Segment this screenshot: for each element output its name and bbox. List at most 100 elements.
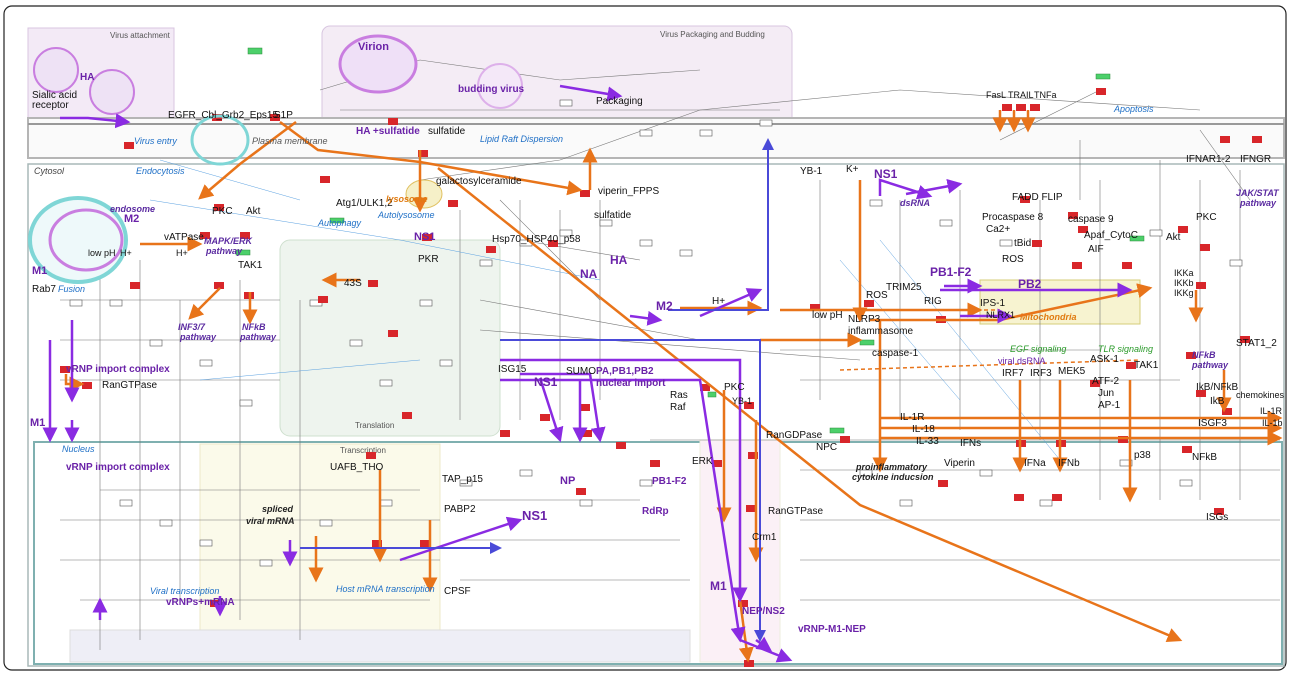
sulfatide-label-1: sulfatide: [428, 126, 466, 137]
procasp8-label: Procaspase 8: [982, 212, 1044, 223]
tbid-label: tBid: [1014, 238, 1031, 249]
pa-import-label-1: PA,PB1,PB2: [596, 366, 654, 377]
virus-entry-label: Virus entry: [134, 136, 177, 146]
trail-label: TRAIL: [1008, 90, 1034, 100]
endocytosis-label: Endocytosis: [136, 166, 185, 176]
packaging-label: Packaging: [596, 96, 643, 107]
vrnps-mrna-label: vRNPs+mRNA: [166, 597, 235, 608]
m1-nuc-label: M1: [710, 579, 727, 593]
rig-label: RIG: [924, 296, 942, 307]
endosome-ring: [28, 196, 128, 284]
inf37-label-1: INF3/7: [178, 322, 206, 332]
pb1f2-label: PB1-F2: [930, 265, 972, 279]
ns1-mid-label: NS1: [534, 375, 558, 389]
pkc-left-label: PKC: [212, 206, 233, 217]
isgs-label: ISGs: [1206, 512, 1228, 523]
s1p-label: S1P: [274, 110, 293, 121]
endosome-virus: [48, 208, 124, 272]
nlrp3-label-2: inflammasome: [848, 326, 913, 337]
apoptosis-label: Apoptosis: [1113, 104, 1154, 114]
nfkb-right-label-2: pathway: [1191, 360, 1229, 370]
rab7-label: Rab7: [32, 284, 56, 295]
proinflam-label-2: cytokine inducsion: [852, 472, 934, 482]
il1r-label: IL-1R: [900, 412, 924, 423]
purple-arrows: [42, 84, 1133, 663]
ns1-nuc-label: NS1: [522, 508, 547, 523]
tnfa-label: TNFa: [1034, 90, 1057, 100]
transcription-region: [199, 443, 441, 635]
pb1f2-nuc-label: PB1-F2: [652, 476, 687, 487]
h-plus-label-1: H+: [120, 248, 132, 258]
ns1-pkr-label: NS1: [414, 231, 435, 243]
tlr-signaling-label: TLR signaling: [1098, 344, 1153, 354]
spliced-label-2: viral mRNA: [246, 516, 295, 526]
mapk-label-2: pathway: [205, 246, 243, 256]
nfkb-left-label-1: NFkB: [242, 322, 266, 332]
akt-right-label: Akt: [1166, 232, 1181, 243]
rangtpase-1-label: RanGTPase: [102, 380, 157, 391]
autophagy-label: Autophagy: [317, 218, 362, 228]
fadd-label: FADD FLIP: [1012, 192, 1063, 203]
pkc-right-label: PKC: [1196, 212, 1217, 223]
viral-dsrna-label: viral dsRNA: [998, 356, 1046, 366]
vrnp-m1-nep-label: vRNP-M1-NEP: [798, 624, 866, 635]
h-plus-label-2: H+: [176, 248, 188, 258]
lysosome-label: lysosome: [386, 194, 428, 204]
il1b-label: IL-1b: [1262, 418, 1283, 428]
fasl-label: FasL: [986, 90, 1006, 100]
transcription-label: Transcription: [340, 446, 386, 455]
tak1-right-label: TAK1: [1134, 360, 1159, 371]
budding-virus-label: budding virus: [458, 84, 525, 95]
s43-label: 43S: [344, 278, 362, 289]
yb1-mid-label: YB-1: [732, 396, 752, 406]
cytosol-region: [27, 163, 1285, 667]
pa-import-label-2: nuclear import: [596, 378, 666, 389]
tap-label: TAP_p15: [442, 474, 483, 485]
np-label: NP: [560, 475, 575, 487]
atf2-label: ATF-2: [1092, 376, 1119, 387]
il18-label: IL-18: [912, 424, 935, 435]
sumo-label: SUMO: [566, 366, 596, 377]
npc-label: NPC: [816, 442, 837, 453]
ifns-label: IFNs: [960, 438, 981, 449]
cpsf-label: CPSF: [444, 586, 471, 597]
node-boxes: [69, 89, 1243, 567]
sialic-label-1: Sialic acid: [32, 90, 77, 101]
packaging-budding-label: Virus Packaging and Budding: [660, 30, 765, 39]
ca2-label: Ca2+: [986, 224, 1010, 235]
vrnp-import-1-label: vRNP import complex: [66, 364, 170, 375]
hsp-label: Hsp70_HSP40_p58: [492, 234, 581, 245]
sialic-label-2: receptor: [32, 100, 69, 111]
irf7-label: IRF7: [1002, 368, 1024, 379]
ikb-nfkb-label: IkB/NFkB: [1196, 382, 1239, 393]
plasma-membrane-label: Plasma membrane: [252, 136, 328, 146]
attach-virus-2: [89, 69, 135, 115]
viperin-label: Viperin: [944, 458, 975, 469]
ifnb-label: IFNb: [1058, 458, 1080, 469]
low-ph-left-label: low pH: [88, 248, 116, 258]
yb1-top-label: YB-1: [800, 166, 823, 177]
dsrna-label: dsRNA: [900, 198, 930, 208]
blue-arrows: [300, 138, 774, 642]
m2-endo-label: M2: [124, 213, 139, 225]
apaf-label: Apaf_CytoC: [1084, 230, 1138, 241]
ha-sulfatide-label: HA +sulfatide: [356, 126, 420, 137]
jun-label: Jun: [1098, 388, 1114, 399]
ifngr-label: IFNGR: [1240, 154, 1271, 165]
caspase1-label: caspase-1: [872, 348, 919, 359]
lipid-raft-label: Lipid Raft Dispersion: [480, 134, 563, 144]
orange-arrows: [64, 110, 1283, 663]
low-ph-right-label: low pH: [812, 310, 843, 321]
raf-label: Raf: [670, 402, 686, 413]
il1r-right-label: IL-1R: [1260, 406, 1283, 416]
ikb-label: IkB: [1210, 396, 1225, 407]
nfkb-nuc-label: NFkB: [1192, 452, 1217, 463]
fusion-label: Fusion: [58, 284, 85, 294]
trim25-label: TRIM25: [886, 282, 922, 293]
pb2-label: PB2: [1018, 277, 1042, 291]
k-plus-label: K+: [846, 164, 859, 175]
pkc-mid-label: PKC: [724, 382, 745, 393]
ros-label-2: ROS: [866, 290, 888, 301]
endosome-label: endosome: [110, 204, 155, 214]
